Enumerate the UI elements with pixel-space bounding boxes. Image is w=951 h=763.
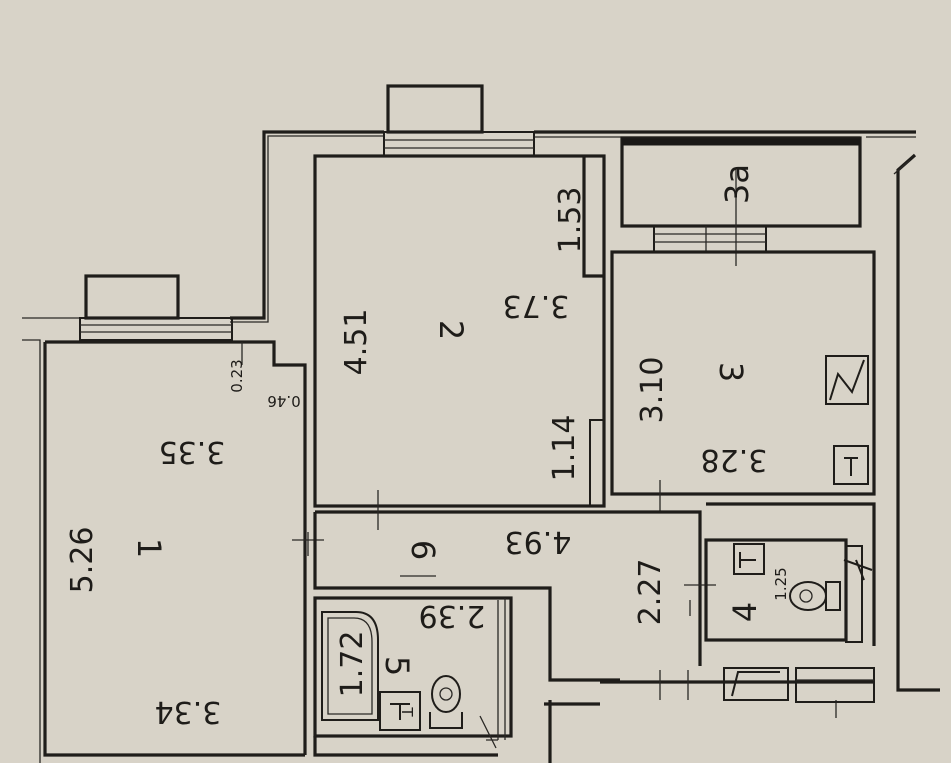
corridor-6-number-label: 6 [404,540,442,560]
bathroom-5 [313,596,513,757]
wc-4-width-label: 1.25 [772,567,790,600]
room-3a-number-label: 3a [718,164,756,204]
wc-toilet-icon [789,581,841,611]
wc-4-number-label: 4 [726,602,764,622]
room-2 [313,154,606,508]
room-2-number-label: 2 [432,320,470,340]
room-1 [45,340,324,755]
wall-thickness-label-a: 0.23 [228,359,246,392]
room-3-length-label: 3.28 [701,442,768,477]
room-2-lower-segment-label: 1.14 [547,415,582,482]
bathtub-icon [321,611,379,721]
corridor-6-length-label: 4.93 [505,524,572,559]
sink-icon [379,691,421,731]
wc-4 [704,502,876,718]
bathroom-5-number-label: 5 [378,656,416,676]
room-2-length-label: 3.73 [503,288,570,323]
room-3-width-label: 3.10 [635,357,670,424]
stove-icon [825,355,869,405]
corridor-6-width-label: 2.27 [633,559,668,626]
bathroom-5-length-label: 2.39 [419,598,486,633]
room-1-number-label: 1 [130,538,168,558]
room-2-width-label: 4.51 [339,309,374,376]
room-3-labels: 3a 3.10 3 3.28 [635,164,767,477]
wc-4-labels: 4 1.25 [726,567,790,622]
room-2-upper-segment-label: 1.53 [553,187,588,254]
bathroom-heater-letter: Т [398,706,416,717]
room-2-labels: 4.51 2 3.73 1.53 1.14 [339,187,588,482]
room-3-number-label: 3 [712,362,750,382]
heater-icon [833,445,869,485]
outer-walls [22,130,940,763]
entry-cabinets [544,667,875,763]
wc-sink-icon [733,543,765,575]
balcony-room-2 [383,84,535,157]
bathroom-5-labels: 2.39 1.72 5 Т [335,598,485,717]
toilet-icon [429,675,463,729]
room-1-labels: 5.26 1 3.35 3.34 0.23 0.46 [65,359,301,729]
room-1-width-label: 5.26 [65,527,100,594]
room-1-bottom-length-label: 3.34 [155,694,222,729]
bathroom-5-width-label: 1.72 [335,631,370,698]
wall-thickness-label-b: 0.46 [267,392,300,410]
room-1-top-length-label: 3.35 [159,434,226,469]
balcony-room-1 [79,274,233,341]
room-3 [610,250,876,512]
corridor-6 [313,490,716,682]
corridor-6-labels: 6 4.93 2.27 [404,524,668,625]
